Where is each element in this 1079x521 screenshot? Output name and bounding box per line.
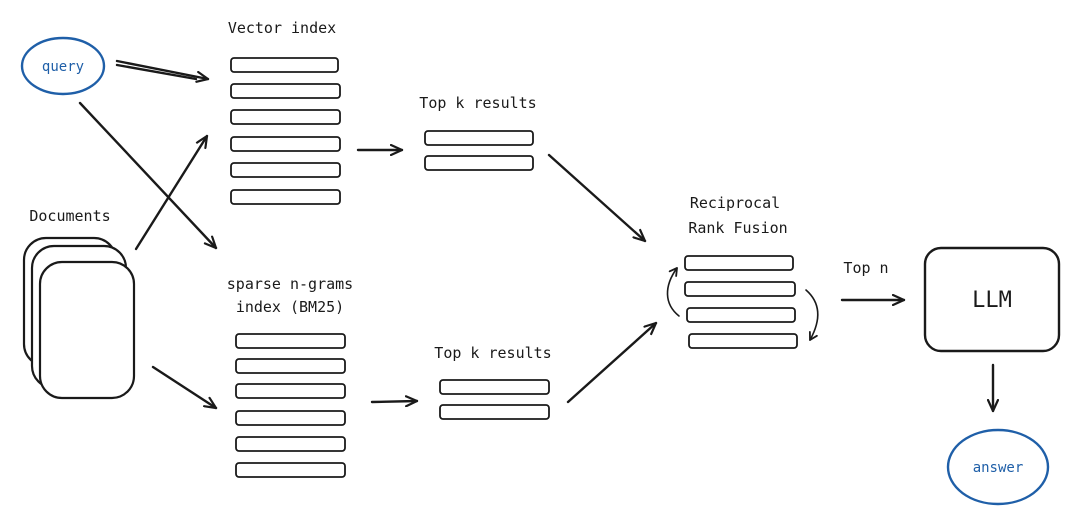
rrf-row — [684, 281, 796, 297]
vector-index-node: Vector index — [228, 19, 341, 205]
top-k-results-lower: Top k results — [434, 344, 552, 420]
sparse-index-row — [235, 358, 346, 374]
top-n-label: Top n — [843, 259, 888, 277]
arrow-query-to-vector-index-echo — [115, 63, 198, 81]
rerank-down-arrow — [805, 289, 819, 341]
arrow-top-k-upper-to-rrf — [547, 153, 647, 243]
query-node: query — [20, 36, 106, 96]
rerank-up-arrow — [666, 267, 680, 317]
arrows — [78, 59, 993, 413]
rrf-row — [686, 307, 796, 323]
arrow-documents-to-sparse-index — [151, 365, 218, 410]
sparse-index-row — [235, 383, 346, 399]
vector-index-row — [230, 189, 341, 205]
vector-index-row — [230, 57, 339, 73]
rrf-row — [684, 255, 794, 271]
query-ellipse — [20, 36, 106, 96]
llm-node: LLM — [923, 246, 1061, 353]
arrow-documents-to-vector-index — [134, 134, 209, 251]
sparse-index-row — [235, 410, 346, 426]
arrow-query-to-vector-index — [115, 59, 210, 79]
llm-label: LLM — [972, 288, 1012, 313]
sparse-index-row — [235, 436, 346, 452]
vector-index-row — [230, 109, 341, 125]
vector-index-row — [230, 162, 341, 178]
documents-node: Documents — [22, 207, 136, 400]
rrf-label-line2: Rank Fusion — [688, 219, 787, 237]
vector-index-row — [230, 136, 341, 152]
top-k-results-upper: Top k results — [419, 94, 537, 171]
top-k-upper-label: Top k results — [419, 94, 536, 112]
vector-index-row — [230, 83, 341, 99]
sparse-index-label-line2: index (BM25) — [236, 298, 344, 316]
answer-label: answer — [973, 460, 1024, 476]
answer-node: answer — [946, 428, 1050, 506]
arrow-top-k-lower-to-rrf — [566, 321, 658, 404]
sparse-index-row — [235, 462, 346, 478]
top-k-lower-row — [439, 404, 550, 420]
rrf-label-line1: Reciprocal — [690, 194, 780, 212]
rrf-row — [688, 333, 798, 349]
top-k-upper-row — [424, 130, 534, 146]
arrow-query-to-sparse-index — [78, 101, 218, 250]
vector-index-label: Vector index — [228, 19, 336, 37]
top-k-lower-label: Top k results — [434, 344, 551, 362]
answer-ellipse — [946, 428, 1050, 506]
llm-box — [923, 246, 1061, 353]
sparse-index-row — [235, 333, 346, 349]
top-k-upper-row — [424, 155, 534, 171]
documents-label: Documents — [29, 207, 110, 225]
rrf-node: Reciprocal Rank Fusion — [666, 194, 819, 349]
sparse-index-label-line1: sparse n-grams — [227, 275, 353, 293]
arrow-sparse-index-to-top-k — [370, 401, 419, 402]
document-card-front — [38, 260, 136, 400]
query-label: query — [42, 59, 84, 75]
top-k-lower-row — [439, 379, 550, 395]
sparse-index-node: sparse n-grams index (BM25) — [227, 275, 353, 478]
